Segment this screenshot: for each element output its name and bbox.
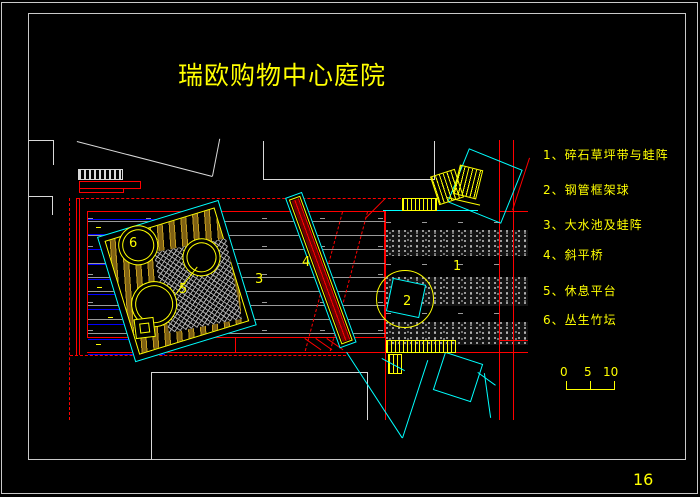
drawing-title: 瑞欧购物中心庭院 <box>178 61 387 90</box>
sheet-page-number: 16 <box>633 470 654 489</box>
building-outline-top <box>263 141 435 180</box>
plan-marker-5: 5 <box>179 282 188 297</box>
legend-item-4: 4、斜平桥 <box>543 248 604 262</box>
band-dash-row-3 <box>386 313 528 314</box>
plan-marker-6: 6 <box>129 236 138 251</box>
red-dashed-boundary-bottom <box>70 355 346 356</box>
scale-tick-10 <box>614 381 615 389</box>
building-outline-bottom <box>151 372 368 420</box>
tree-branch-line-1 <box>477 372 496 386</box>
building-outline-bottom-left-wall <box>151 372 152 460</box>
legend-item-2: 2、钢管框架球 <box>543 183 630 197</box>
gravel-band-1 <box>386 230 528 256</box>
red-connector-bottom <box>235 338 236 352</box>
legend-item-6: 6、丛生竹坛 <box>543 313 617 327</box>
band-dash-row-1 <box>386 222 528 223</box>
red-dashed-boundary-top <box>76 198 406 199</box>
road-red-rung-bottom <box>499 340 528 341</box>
water-yellow-dash-3 <box>97 287 102 288</box>
scale-baseline <box>566 389 615 390</box>
band-dash-row-2 <box>386 264 528 265</box>
red-dashed-boundary-left <box>69 198 70 420</box>
red-line-bottom <box>87 352 528 353</box>
plan-marker-2: 2 <box>403 294 412 309</box>
water-yellow-dash-5 <box>96 344 101 345</box>
entry-red-outline-step <box>79 188 124 193</box>
deck-structure-square <box>133 316 156 340</box>
legend-item-1: 1、碎石草坪带与蛙阵 <box>543 148 669 162</box>
water-yellow-dash-4 <box>108 317 113 318</box>
road-red-rung-top <box>499 211 528 212</box>
building-edge-tilted-end <box>212 138 221 177</box>
stairs-top-bar <box>402 198 437 211</box>
inner-border-frame <box>28 13 686 460</box>
tree-square-bottom-right <box>432 351 484 403</box>
scale-tick-0 <box>566 381 567 389</box>
building-corner-outline-lower <box>29 196 53 215</box>
legend-item-3: 3、大水池及蛙阵 <box>543 218 643 232</box>
red-double-line-left <box>76 198 80 355</box>
water-yellow-dash-1 <box>96 227 101 228</box>
plan-marker-4: 4 <box>302 255 311 270</box>
road-red-line-1 <box>499 140 500 420</box>
sphere-circle <box>376 270 434 328</box>
planting-line-v-right <box>402 360 429 439</box>
scale-tick-label-0: 0 <box>560 365 568 379</box>
scale-tick-5 <box>590 381 591 389</box>
plan-marker-1: 1 <box>453 259 462 274</box>
entry-steps-hatch <box>78 169 123 180</box>
building-corner-outline-upper <box>29 140 54 165</box>
road-red-line-2 <box>513 140 514 420</box>
scale-tick-label-10: 10 <box>603 365 619 379</box>
legend-item-5: 5、休息平台 <box>543 284 617 298</box>
scale-tick-label-5: 5 <box>584 365 592 379</box>
gravel-band-3 <box>386 322 528 345</box>
plan-marker-3: 3 <box>255 272 264 287</box>
stairs-bottom-bar <box>386 340 456 353</box>
